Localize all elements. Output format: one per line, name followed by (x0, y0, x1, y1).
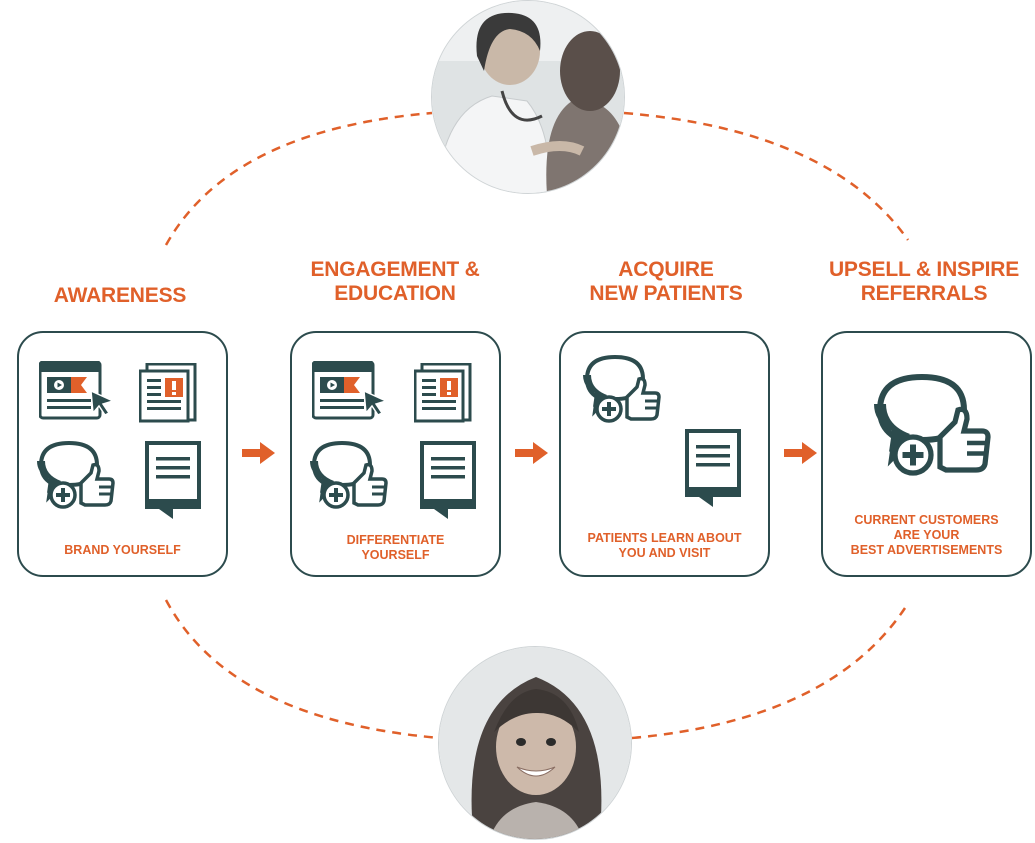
video-ad-icon (39, 361, 116, 420)
news-article-icon (139, 363, 197, 423)
stage-caption-upsell: CURRENT CUSTOMERS ARE YOUR BEST ADVERTIS… (850, 513, 1003, 557)
doctor-child-photo (431, 0, 625, 194)
stage-caption-awareness: BRAND YOURSELF (64, 543, 181, 557)
news-article-icon (414, 363, 472, 423)
review-thumbs-up-icon (583, 354, 661, 423)
review-thumbs-up-icon (37, 440, 115, 509)
video-ad-icon (312, 361, 389, 420)
stage-title-upsell: UPSELL & INSPIRE REFERRALS (828, 258, 1020, 305)
stage-card-engagement: DIFFERENTIATE YOURSELF (290, 331, 501, 577)
stage-card-awareness: BRAND YOURSELF (17, 331, 228, 577)
stage-card-upsell: CURRENT CUSTOMERS ARE YOUR BEST ADVERTIS… (821, 331, 1032, 577)
document-icon (420, 441, 476, 519)
smiling-girl-photo (438, 646, 632, 840)
stage-card-acquire: PATIENTS LEARN ABOUT YOU AND VISIT (559, 331, 770, 577)
arrow-right-icon (784, 442, 817, 464)
stage-title-awareness: AWARENESS (53, 284, 187, 307)
stage-caption-engagement: DIFFERENTIATE YOURSELF (346, 533, 445, 562)
document-icon (685, 429, 741, 507)
document-icon (145, 441, 201, 519)
stage-caption-acquire: PATIENTS LEARN ABOUT YOU AND VISIT (587, 531, 742, 560)
arrow-right-icon (242, 442, 275, 464)
stage-title-engagement: ENGAGEMENT & EDUCATION (310, 258, 480, 305)
review-thumbs-up-icon (310, 440, 388, 509)
review-thumbs-up-icon (874, 373, 991, 476)
stage-title-acquire: ACQUIRE NEW PATIENTS (589, 258, 743, 305)
arrow-right-icon (515, 442, 548, 464)
